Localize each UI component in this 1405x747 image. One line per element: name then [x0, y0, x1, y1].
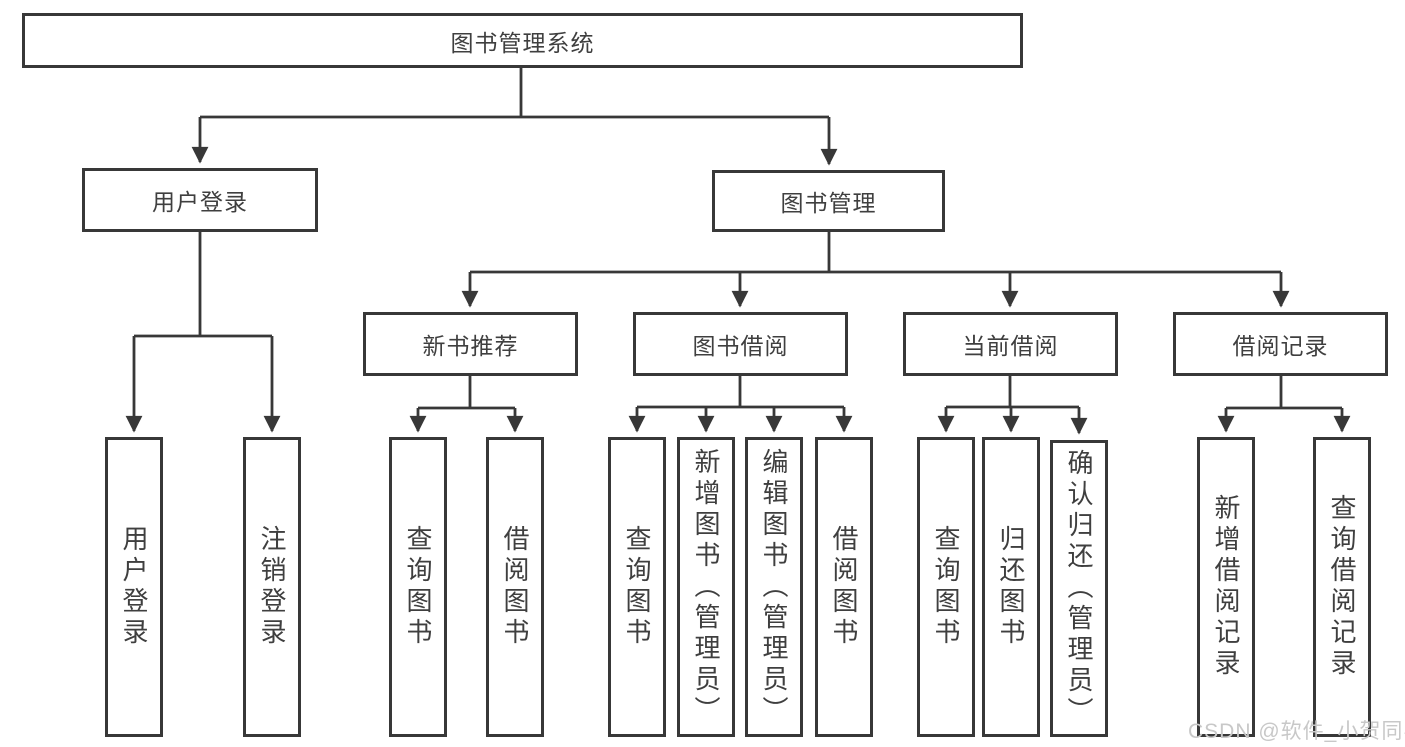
node-book-borrow-label: 图书借阅 — [692, 333, 789, 359]
connector-root-to-level2 — [200, 68, 829, 119]
leaf-borrow-books: 借阅图书 — [815, 437, 873, 737]
leaf-query-borrow-record: 查询借阅记录 — [1313, 437, 1371, 737]
leaf-user-login: 用户登录 — [105, 437, 163, 737]
leaf-borrow-query-books: 查询图书 — [608, 437, 666, 737]
node-root-label: 图书管理系统 — [450, 29, 595, 56]
leaf-recommend-borrow-books-label: 借阅图书 — [500, 525, 530, 649]
leaf-add-books-admin-label: 新增图书（管理员） — [691, 447, 721, 727]
leaf-confirm-return-admin-label: 确认归还（管理员） — [1064, 449, 1094, 728]
connector-recommend-to-children — [418, 376, 515, 410]
leaf-recommend-query-books: 查询图书 — [389, 437, 447, 737]
leaf-return-books-label: 归还图书 — [996, 525, 1026, 649]
leaf-user-login-label: 用户登录 — [119, 525, 149, 649]
connector-records-to-children — [1226, 376, 1342, 410]
leaf-recommend-borrow-books: 借阅图书 — [486, 437, 544, 737]
node-borrow-records-label: 借阅记录 — [1232, 333, 1329, 359]
connector-borrow-to-children — [637, 376, 844, 409]
leaf-edit-books-admin: 编辑图书（管理员） — [745, 437, 803, 737]
node-root: 图书管理系统 — [22, 13, 1023, 68]
node-new-book-recommend: 新书推荐 — [363, 312, 578, 376]
node-book-borrow: 图书借阅 — [633, 312, 848, 376]
leaf-current-query-books-label: 查询图书 — [931, 525, 961, 649]
node-borrow-records: 借阅记录 — [1173, 312, 1388, 376]
connector-userlogin-to-children — [134, 232, 272, 338]
leaf-query-borrow-record-label: 查询借阅记录 — [1327, 494, 1357, 680]
leaf-borrow-books-label: 借阅图书 — [829, 525, 859, 649]
connector-bookmgmt-to-children — [470, 232, 1281, 274]
leaf-logout-label: 注销登录 — [257, 525, 287, 649]
leaf-return-books: 归还图书 — [982, 437, 1040, 737]
node-book-management: 图书管理 — [712, 170, 945, 232]
leaf-add-borrow-record: 新增借阅记录 — [1197, 437, 1255, 737]
leaf-borrow-query-books-label: 查询图书 — [622, 525, 652, 649]
leaf-logout: 注销登录 — [243, 437, 301, 737]
node-current-borrow-label: 当前借阅 — [962, 333, 1059, 359]
leaf-add-borrow-record-label: 新增借阅记录 — [1211, 494, 1241, 680]
csdn-watermark: CSDN @软件_小贺同学 — [1188, 720, 1405, 743]
node-user-login-label: 用户登录 — [152, 189, 248, 215]
node-current-borrow: 当前借阅 — [903, 312, 1118, 376]
node-user-login: 用户登录 — [82, 168, 318, 232]
node-new-book-recommend-label: 新书推荐 — [422, 333, 519, 359]
leaf-recommend-query-books-label: 查询图书 — [403, 525, 433, 649]
node-book-management-label: 图书管理 — [780, 190, 877, 216]
connector-current-to-children — [946, 376, 1079, 409]
leaf-add-books-admin: 新增图书（管理员） — [677, 437, 735, 737]
leaf-current-query-books: 查询图书 — [917, 437, 975, 737]
leaf-edit-books-admin-label: 编辑图书（管理员） — [759, 447, 789, 727]
leaf-confirm-return-admin: 确认归还（管理员） — [1050, 440, 1108, 737]
